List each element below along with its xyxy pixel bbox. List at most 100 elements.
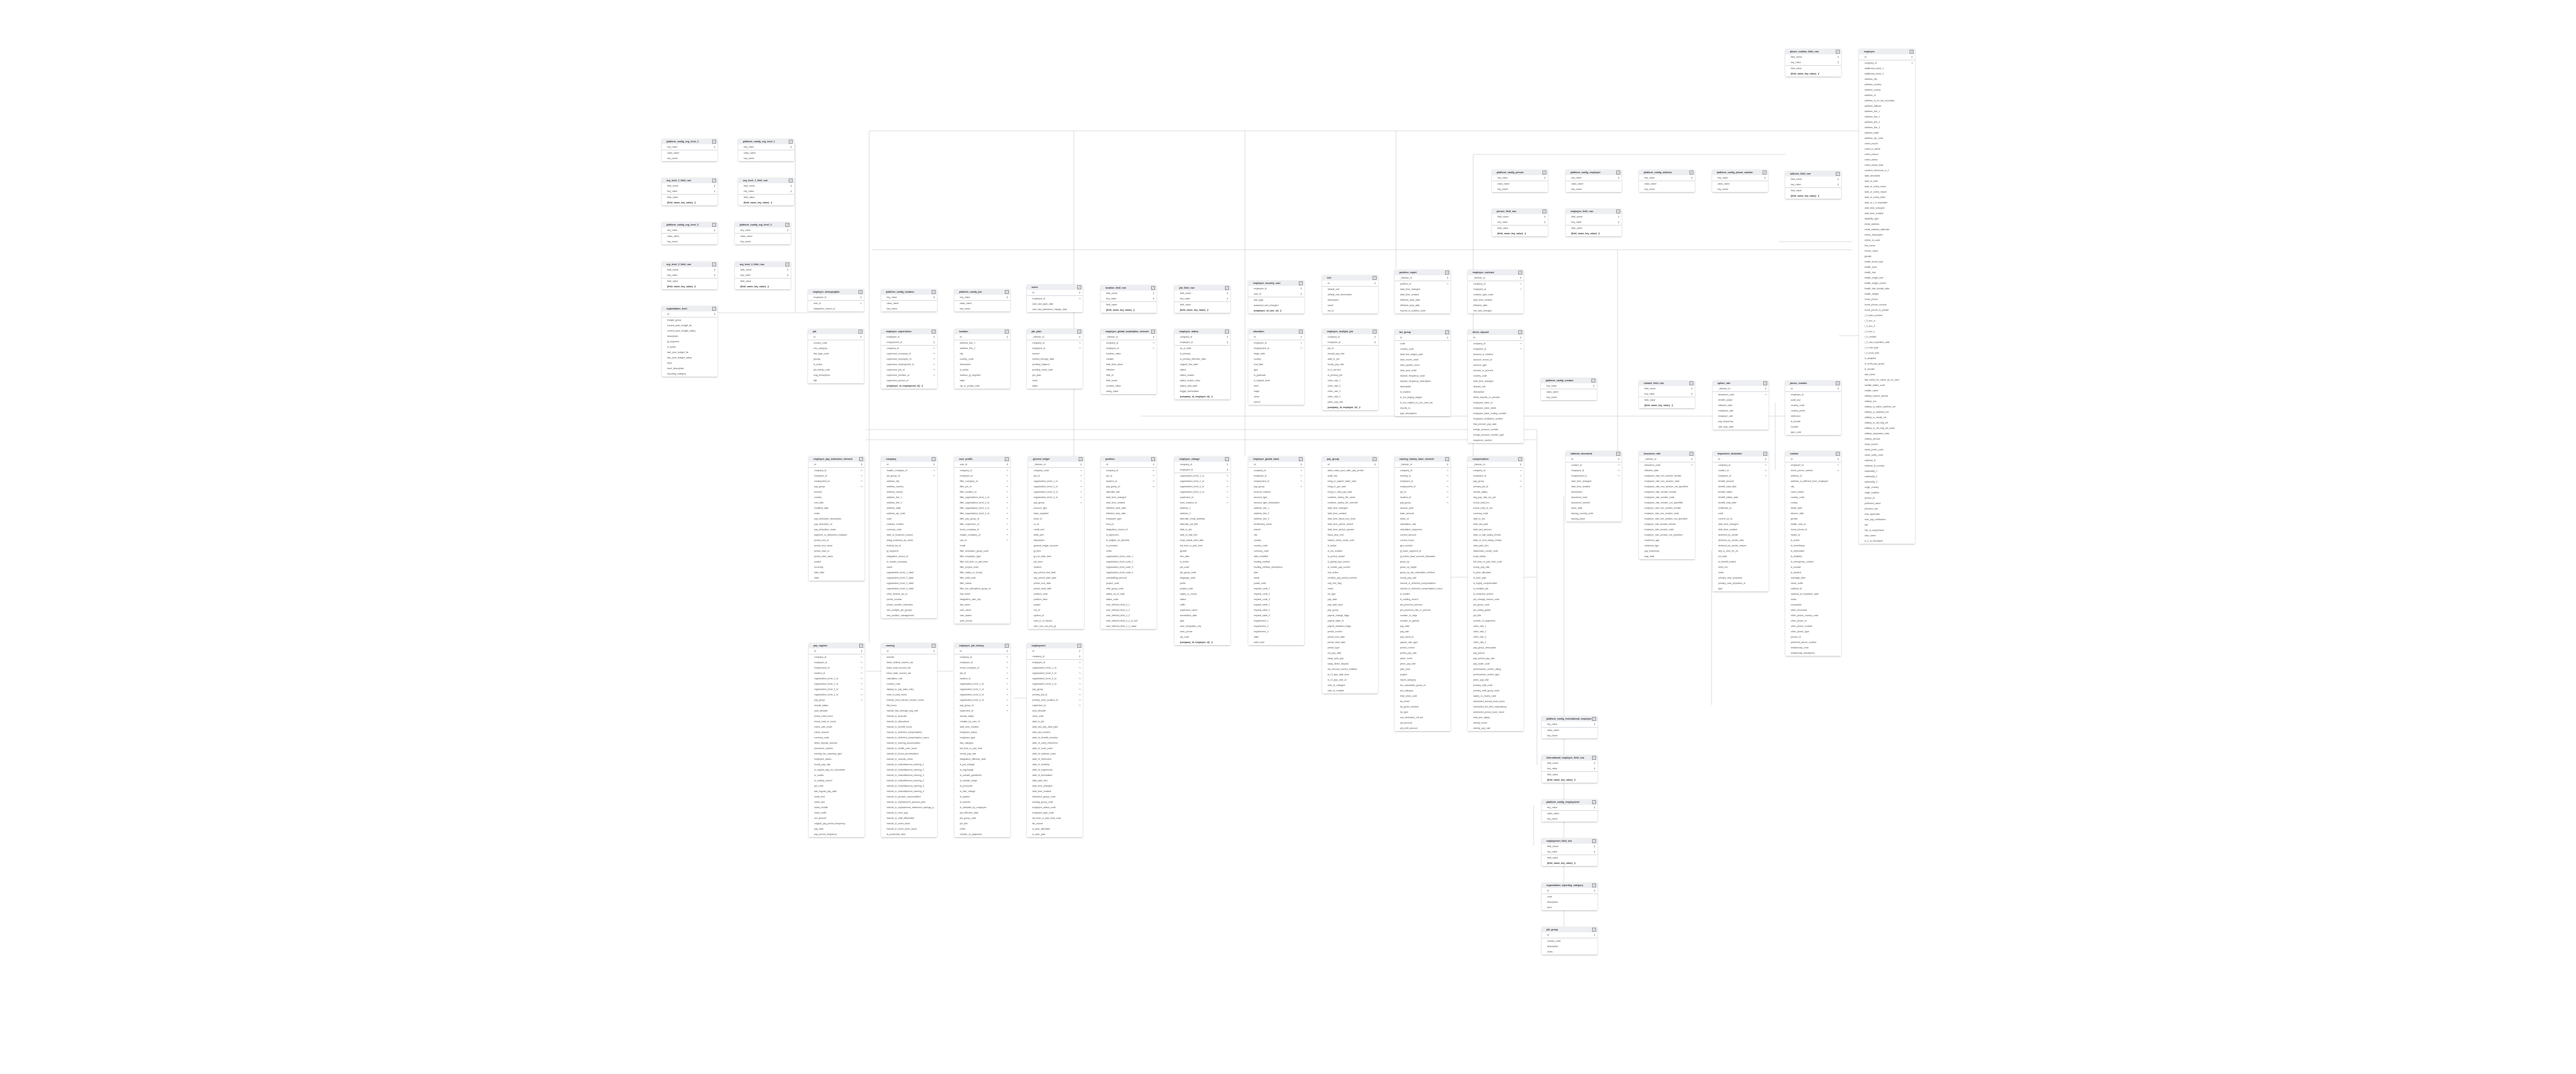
field-row[interactable]: user_last_password_change_date [1027, 307, 1083, 312]
table-employee-multiple-job[interactable]: employee_multiple_job⤢company_id⚷employe… [1322, 329, 1378, 410]
table-employee-status[interactable]: employee_status⤢company_id⚷employee_id⚷a… [1175, 329, 1230, 399]
field-row[interactable]: bring_in_payroll_batch_load [1322, 479, 1378, 484]
expand-icon[interactable]: ⤢ [1151, 457, 1155, 461]
field-row[interactable]: is_voiding_record [1395, 597, 1450, 602]
field-row[interactable]: mw_active [1322, 570, 1378, 575]
field-row[interactable]: beneficiary_name [1248, 522, 1304, 527]
key-field-row[interactable]: user_id⚷ [1248, 291, 1304, 297]
field-row[interactable]: employee_id⊸ [1101, 346, 1156, 351]
field-row[interactable]: number_of_payments [1468, 618, 1524, 624]
field-row[interactable]: date_time_period_closed [1322, 522, 1378, 527]
field-row[interactable]: description [1028, 538, 1084, 543]
field-row[interactable]: consent_electronic_w_2 [1859, 168, 1915, 173]
field-row[interactable]: include_in_pension_accumulation [881, 794, 937, 799]
field-row[interactable]: address_zip_code [1859, 136, 1915, 141]
field-row[interactable]: country_code [1395, 346, 1450, 352]
field-row[interactable]: organization_level_2_id⊸ [1028, 484, 1084, 489]
field-row[interactable]: number_of_days [1395, 613, 1450, 618]
expand-icon[interactable]: ⤢ [1836, 452, 1840, 456]
field-row[interactable]: other_phone_number [1785, 624, 1841, 629]
field-row[interactable]: company_id⊸ [1395, 468, 1450, 473]
table-compensation[interactable]: compensation⤢_fivetran_id⚷company_id⊸emp… [1468, 456, 1524, 731]
field-row[interactable]: employee_id⊸ [1468, 287, 1524, 292]
key-field-row[interactable]: employee_id⚷ [1248, 286, 1304, 291]
field-row[interactable]: is_smoker [1785, 565, 1841, 570]
field-row[interactable]: date_modified [1248, 554, 1304, 559]
field-row[interactable]: state [1248, 634, 1304, 640]
field-row[interactable]: current_amount [1395, 532, 1450, 538]
field-row[interactable]: user_defined_field_0_1 [1101, 602, 1156, 607]
expand-icon[interactable]: ⤢ [712, 307, 716, 311]
field-row[interactable]: key_name [1541, 395, 1597, 400]
field-row[interactable]: level_description [662, 366, 717, 371]
field-row[interactable]: description [1542, 899, 1597, 905]
key-field-row[interactable]: id⚷ [1785, 456, 1841, 462]
expand-icon[interactable]: ⤢ [1836, 172, 1840, 176]
key-field-row[interactable]: _fivetran_id⚷ [1028, 462, 1084, 467]
composite-key-row[interactable]: (field_name, key_value)⚷ [1492, 231, 1548, 236]
key-field-row[interactable]: field_name⚷ [1492, 214, 1548, 219]
field-row[interactable]: last_year_budget_fte [662, 350, 717, 355]
field-row[interactable]: date_time_created [1468, 297, 1524, 303]
field-row[interactable]: is_outside_range [954, 778, 1010, 783]
table-education[interactable]: education⤢id⚷employee_id⊸employment_id⊸b… [1248, 329, 1304, 405]
field-row[interactable]: company_id⊸ [1713, 462, 1769, 468]
field-row[interactable]: account_type [1468, 362, 1524, 368]
field-row[interactable]: instant_check_mode_note [1322, 538, 1378, 543]
field-row[interactable]: gpa [1248, 367, 1304, 373]
field-row[interactable]: end_date [809, 500, 864, 505]
field-row[interactable]: other_phone_type [1785, 629, 1841, 634]
field-row[interactable]: tax_group_id⊸ [881, 473, 937, 479]
field-row[interactable]: full_time_or_part_time_code [1027, 816, 1083, 821]
field-row[interactable]: payroll_state_id [1322, 618, 1378, 624]
field-row[interactable]: payment_or_deduction_indicator [809, 532, 864, 538]
field-row[interactable]: bonus_total_hrs [1468, 500, 1524, 505]
field-row[interactable]: company_code⊸ [1028, 468, 1084, 473]
field-row[interactable]: is_viewable_by_employee [954, 805, 1010, 810]
field-row[interactable]: military_branch_served [1859, 393, 1915, 399]
field-row[interactable]: i_9_work_auth [1859, 350, 1915, 356]
field-row[interactable]: field_value [1175, 302, 1230, 307]
field-row[interactable]: empl_status_start_date [1175, 538, 1230, 543]
field-row[interactable]: check_add_mode [809, 724, 864, 730]
field-row[interactable]: is_master_company [881, 559, 937, 565]
field-row[interactable]: employee_rate_non_smoker_male [1639, 479, 1695, 484]
field-row[interactable]: title [808, 378, 864, 383]
key-field-row[interactable]: _fivetran_id⚷ [1639, 456, 1695, 462]
field-row[interactable]: date_time_created [1395, 292, 1450, 297]
field-row[interactable]: pay_group_id⊸ [954, 703, 1010, 708]
key-field-row[interactable]: key_value⚷ [1712, 175, 1768, 181]
table-employee-supervision[interactable]: employee_supervision⤢employee_id⚷employm… [881, 329, 937, 389]
field-row[interactable]: employment_id⊸ [809, 479, 864, 484]
field-row[interactable]: company_id⊸ [1027, 340, 1083, 346]
expand-icon[interactable]: ⤢ [1763, 452, 1767, 456]
field-row[interactable]: integration_record_id [808, 306, 864, 311]
expand-icon[interactable]: ⤢ [1836, 50, 1840, 54]
field-row[interactable]: gl_base_segment_id [1395, 548, 1450, 554]
field-row[interactable]: is_transfer [954, 799, 1010, 805]
field-row[interactable]: address_line_1 [1859, 109, 1915, 114]
field-row[interactable]: military_separation_date [1859, 431, 1915, 436]
field-row[interactable]: country [1248, 356, 1304, 362]
field-row[interactable]: organization_level_3_id⊸ [1175, 484, 1230, 489]
field-row[interactable]: job_id⊸ [954, 671, 1010, 676]
field-row[interactable]: currency_code [1248, 548, 1304, 554]
field-row[interactable]: address_country [881, 484, 937, 489]
field-row[interactable]: calculation_rate [1395, 522, 1450, 527]
field-row[interactable]: alternate_email_address [1175, 516, 1230, 522]
field-row[interactable]: account_type [1248, 495, 1304, 500]
field-row[interactable]: performance_review_type [1468, 672, 1524, 677]
field-row[interactable]: address_line_2 [881, 500, 937, 505]
field-row[interactable]: iban [1248, 570, 1304, 575]
field-row[interactable]: gross_up_target [1395, 565, 1450, 570]
field-row[interactable]: key_name [881, 306, 937, 311]
field-row[interactable]: last_login [1248, 297, 1304, 303]
field-row[interactable]: is_seasonal_worker [1468, 591, 1524, 597]
table-users[interactable]: users⤢id⚷employee_id⊸user_last_login_dat… [1027, 285, 1083, 312]
field-row[interactable]: home_phone [1859, 297, 1915, 302]
key-field-row[interactable]: field_name⚷ [738, 183, 794, 189]
table-phone-number-field-row[interactable]: phone_number_field_row⤢field_name⚷key_va… [1785, 49, 1841, 77]
field-row[interactable]: groups [808, 356, 864, 362]
expand-icon[interactable]: ⤢ [1689, 452, 1693, 456]
